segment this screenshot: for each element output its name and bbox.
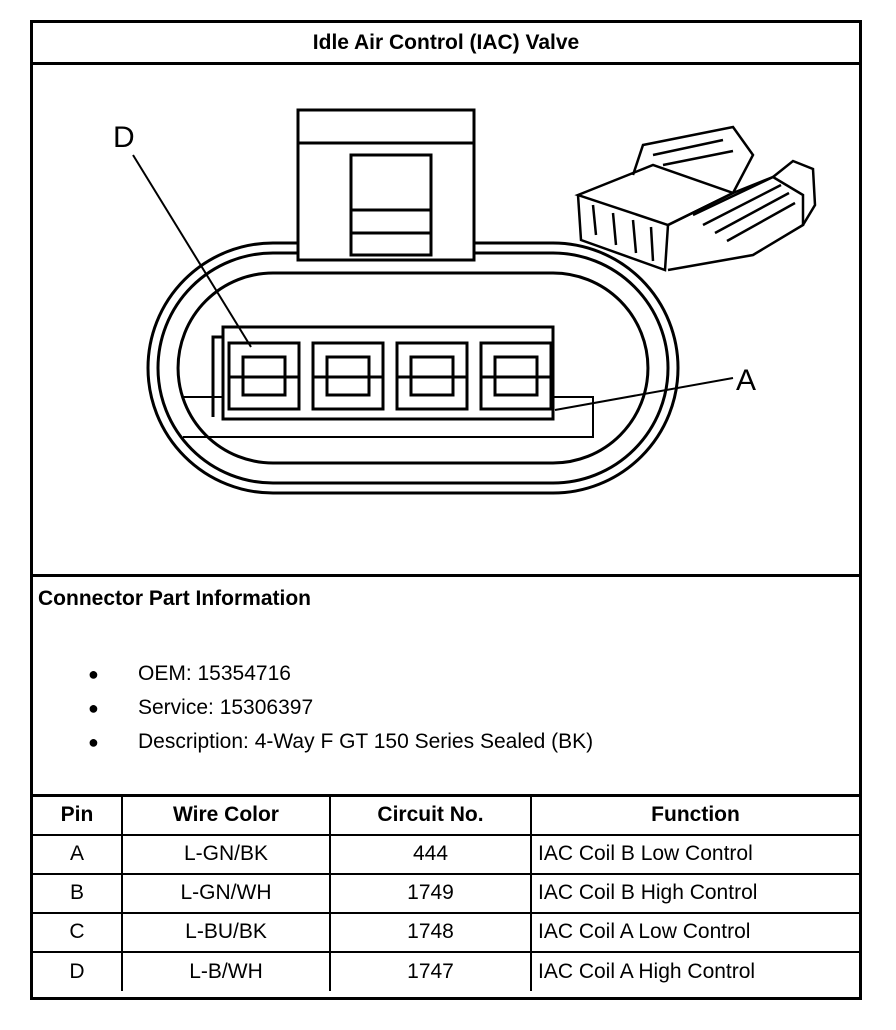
page-title: Idle Air Control (IAC) Valve: [33, 23, 859, 65]
housing-inner: [176, 271, 650, 465]
cell-pin: D: [33, 950, 123, 991]
housing-ring: [156, 251, 670, 485]
header-wire-color: Wire Color: [121, 794, 331, 836]
bullet-icon: ●: [88, 698, 99, 718]
table-row: A L-GN/BK 444 IAC Coil B Low Control: [33, 833, 859, 875]
cell-wire-color: L-BU/BK: [121, 911, 331, 953]
cell-wire-color: L-GN/WH: [121, 872, 331, 914]
info-item-text: OEM: 15354716: [138, 662, 291, 685]
cell-wire-color: L-B/WH: [121, 950, 331, 991]
terminal-c: [311, 341, 385, 411]
terminal-block: [221, 325, 555, 421]
header-pin: Pin: [33, 794, 123, 836]
connector-drawing: D A: [113, 108, 817, 495]
info-item-text: Service: 15306397: [138, 696, 314, 719]
info-list: ● OEM: 15354716 ● Service: 15306397 ● Descr…: [33, 657, 593, 759]
info-item-description: ● Description: 4-Way F GT 150 Series Seal…: [33, 725, 593, 759]
table-row: C L-BU/BK 1748 IAC Coil A Low Control: [33, 911, 859, 953]
cell-circuit-no: 1749: [329, 872, 532, 914]
cell-pin: C: [33, 911, 123, 953]
bullet-icon: ●: [88, 732, 99, 752]
connector-photo-view: [574, 125, 817, 272]
pin-table: Pin Wire Color Circuit No. Function A L-…: [33, 794, 859, 991]
connector-diagram: D A: [33, 65, 859, 577]
latch-tab: [349, 153, 433, 257]
cell-function: IAC Coil A Low Control: [530, 911, 859, 953]
terminal-d: [227, 341, 301, 411]
cell-wire-color: L-GN/BK: [121, 833, 331, 875]
cell-circuit-no: 1747: [329, 950, 532, 991]
cell-function: IAC Coil A High Control: [530, 950, 859, 991]
terminal-a: [479, 341, 553, 411]
info-item-oem: ● OEM: 15354716: [33, 657, 593, 691]
terminal-b: [395, 341, 469, 411]
info-item-service: ● Service: 15306397: [33, 691, 593, 725]
cell-circuit-no: 444: [329, 833, 532, 875]
leader-line-a: [554, 377, 734, 411]
cell-function: IAC Coil B Low Control: [530, 833, 859, 875]
table-row: D L-B/WH 1747 IAC Coil A High Control: [33, 950, 859, 991]
label-pin-a: A: [736, 364, 756, 397]
cell-circuit-no: 1748: [329, 911, 532, 953]
header-circuit-no: Circuit No.: [329, 794, 532, 836]
info-title: Connector Part Information: [38, 587, 312, 610]
connector-sheet: Idle Air Control (IAC) Valve: [30, 20, 862, 1000]
cell-pin: B: [33, 872, 123, 914]
cell-pin: A: [33, 833, 123, 875]
label-pin-d: D: [113, 121, 135, 154]
table-header-row: Pin Wire Color Circuit No. Function: [33, 794, 859, 836]
header-function: Function: [530, 794, 859, 836]
bullet-icon: ●: [88, 664, 99, 684]
cell-function: IAC Coil B High Control: [530, 872, 859, 914]
leader-line-d: [132, 154, 252, 348]
info-item-text: Description: 4-Way F GT 150 Series Seale…: [138, 730, 594, 753]
housing-outer: [146, 241, 680, 495]
table-row: B L-GN/WH 1749 IAC Coil B High Control: [33, 872, 859, 914]
